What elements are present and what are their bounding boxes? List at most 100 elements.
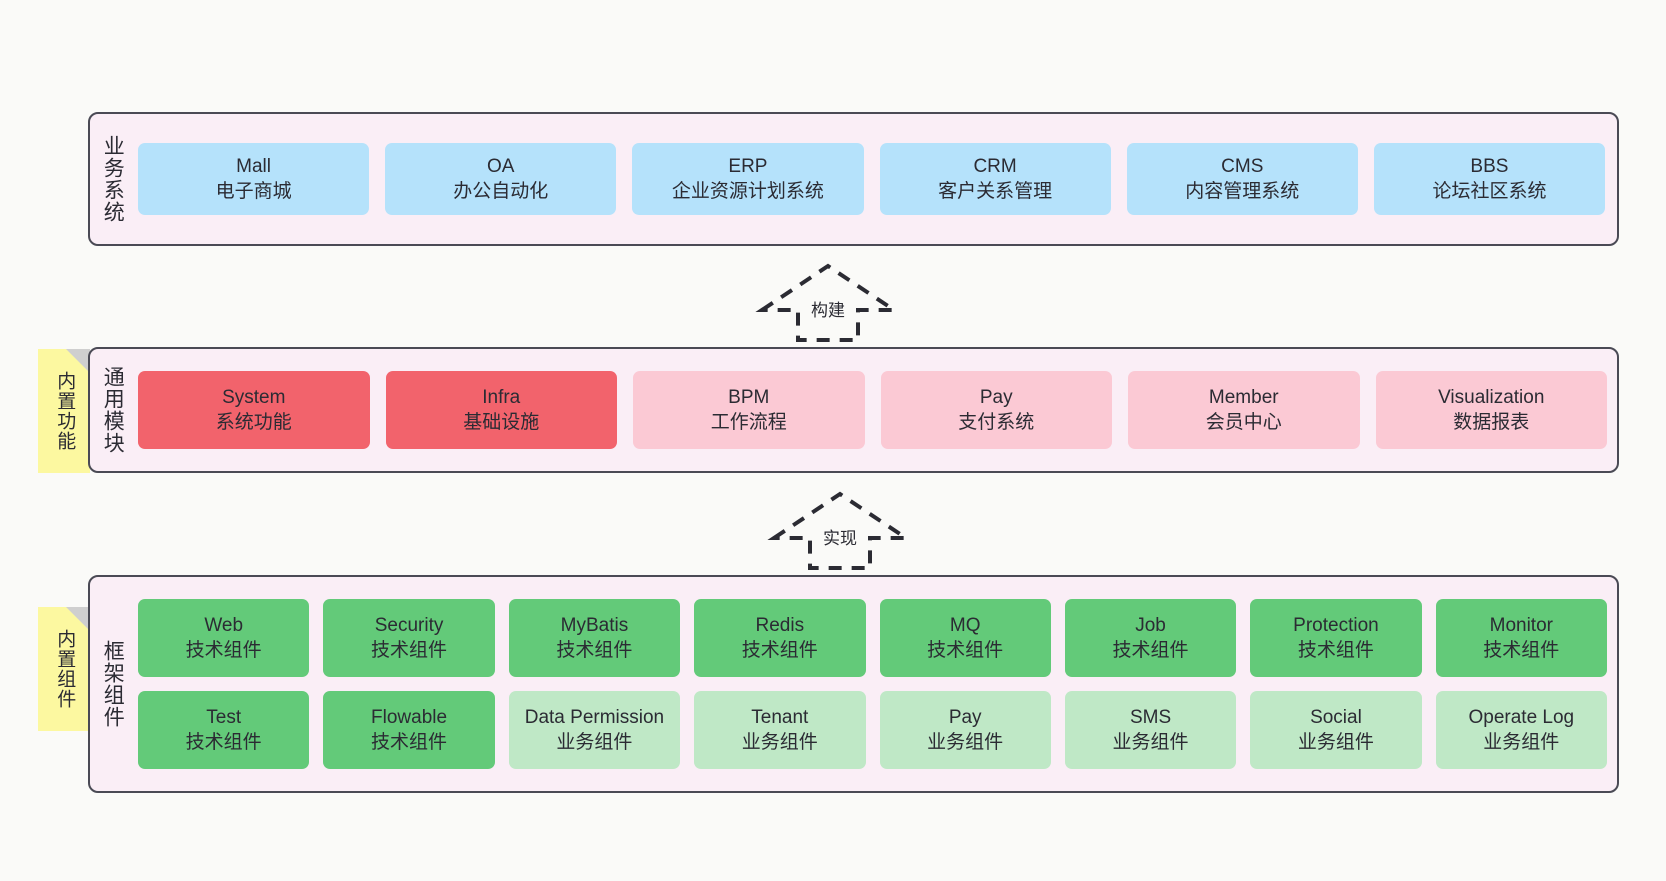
component-card-tenant[interactable]: Tenant 业务组件 [694,691,866,769]
component-card-name: SMS [1129,706,1172,728]
component-card-desc: 企业资源计划系统 [671,181,824,202]
layer-title-business: 业务系统 [101,135,125,223]
component-card-desc: 办公自动化 [453,181,549,202]
component-card-name: CMS [1221,155,1264,177]
component-card-operate-log[interactable]: Operate Log 业务组件 [1435,691,1607,769]
component-card-desc: 业务组件 [741,732,818,753]
component-card-monitor[interactable]: Monitor 技术组件 [1435,599,1607,677]
component-card-sms[interactable]: SMS 业务组件 [1064,691,1237,769]
component-card-name: Protection [1293,614,1379,636]
component-card-desc: 技术组件 [927,640,1004,661]
component-card-desc: 基础设施 [463,412,540,433]
component-card-desc: 技术组件 [371,640,448,661]
component-card-test[interactable]: Test 技术组件 [138,691,310,769]
component-card-data-permission[interactable]: Data Permission 业务组件 [508,691,681,769]
component-card-oa[interactable]: OA 办公自动化 [385,143,617,215]
component-card-redis[interactable]: Redis 技术组件 [694,599,866,677]
component-card-name: Infra [482,386,521,408]
component-card-desc: 电子商城 [215,181,292,202]
component-card-name: ERP [728,155,768,177]
component-card-name: Pay [948,706,982,728]
component-card-desc: 业务组件 [927,732,1004,753]
component-card-name: MyBatis [560,614,629,636]
component-card-desc: 业务组件 [1483,732,1560,753]
component-card-mq[interactable]: MQ 技术组件 [879,599,1051,677]
component-card-mall[interactable]: Mall 电子商城 [138,143,370,215]
component-card-name: Member [1208,386,1279,408]
component-card-desc: 技术组件 [371,732,448,753]
sticky-note-builtin-functions: 内置功能 [38,349,90,473]
component-card-name: Tenant [751,706,809,728]
component-card-desc: 技术组件 [741,640,818,661]
component-card-mybatis[interactable]: MyBatis 技术组件 [508,599,681,677]
component-card-desc: 业务组件 [1112,732,1189,753]
sticky-note-builtin-components-label: 内置组件 [54,629,76,709]
connector-implement: 实现 [767,490,913,572]
component-card-name: Web [204,614,244,636]
component-card-desc: 技术组件 [1483,640,1560,661]
component-card-name: OA [487,155,515,177]
component-card-infra[interactable]: Infra 基础设施 [385,371,617,449]
component-card-desc: 技术组件 [1297,640,1374,661]
note-fold-corner-icon [66,349,90,373]
layer-title-module: 通用模块 [101,366,125,454]
connector-implement-label: 实现 [821,524,859,549]
component-card-desc: 技术组件 [556,640,633,661]
component-card-name: CRM [973,155,1017,177]
component-card-crm[interactable]: CRM 客户关系管理 [879,143,1111,215]
sticky-note-builtin-functions-label: 内置功能 [54,371,76,451]
component-card-name: Job [1135,614,1166,636]
component-card-desc: 技术组件 [1112,640,1189,661]
component-card-security[interactable]: Security 技术组件 [323,599,495,677]
component-card-desc: 工作流程 [710,412,787,433]
component-card-bpm[interactable]: BPM 工作流程 [633,371,865,449]
component-card-job[interactable]: Job 技术组件 [1064,599,1237,677]
component-card-name: Data Permission [524,706,665,728]
component-card-desc: 业务组件 [556,732,633,753]
component-card-name: Security [374,614,444,636]
layer-title-framework: 框架组件 [101,640,125,728]
component-card-bbs[interactable]: BBS 论坛社区系统 [1373,143,1606,215]
component-card-pay[interactable]: Pay 业务组件 [879,691,1051,769]
component-card-desc: 客户关系管理 [938,181,1053,202]
component-card-visualization[interactable]: Visualization 数据报表 [1375,371,1607,449]
component-card-member[interactable]: Member 会员中心 [1128,371,1360,449]
component-card-erp[interactable]: ERP 企业资源计划系统 [632,143,864,215]
component-card-name: Monitor [1489,614,1553,636]
component-card-desc: 数据报表 [1453,412,1530,433]
component-card-name: Mall [236,155,271,177]
component-card-name: Redis [755,614,805,636]
component-card-name: BBS [1470,155,1509,177]
component-card-name: Operate Log [1468,706,1575,728]
component-card-desc: 论坛社区系统 [1432,181,1547,202]
component-card-name: BPM [728,386,770,408]
component-card-desc: 系统功能 [215,412,292,433]
component-card-desc: 会员中心 [1205,412,1282,433]
component-card-web[interactable]: Web 技术组件 [138,599,310,677]
sticky-note-builtin-components: 内置组件 [38,607,90,731]
component-card-name: Visualization [1438,386,1545,408]
component-card-protection[interactable]: Protection 技术组件 [1250,599,1422,677]
component-card-desc: 技术组件 [185,732,262,753]
layer-business-systems: 业务系统 Mall 电子商城 OA 办公自动化 ERP 企业资源计划系统 CRM 客户关系管理… [88,112,1619,246]
component-card-name: Test [206,706,242,728]
component-card-name: MQ [949,614,981,636]
component-card-desc: 支付系统 [958,412,1035,433]
connector-build-label: 构建 [809,296,847,321]
component-card-desc: 技术组件 [185,640,262,661]
